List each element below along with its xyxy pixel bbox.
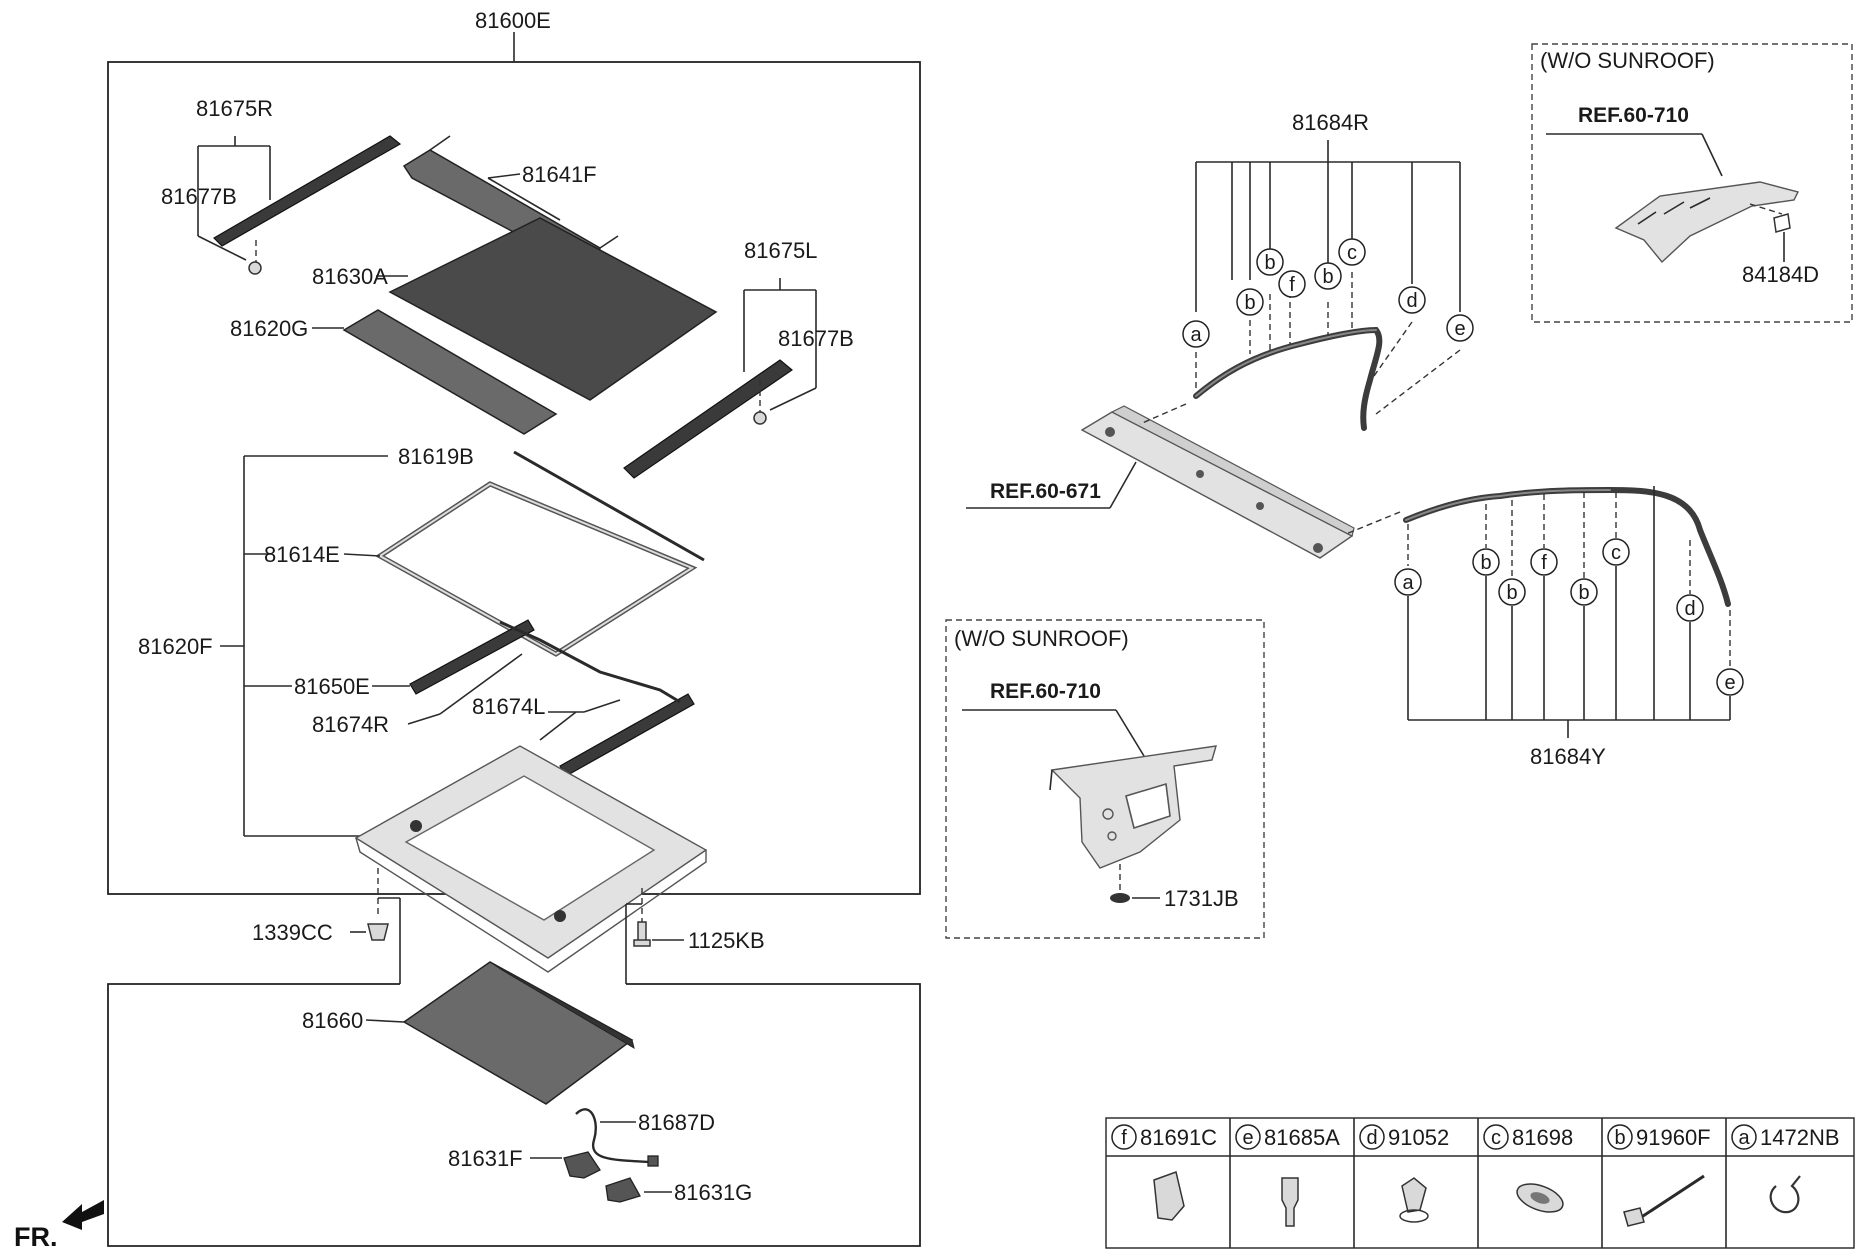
label-81677B-right: 81677B: [161, 184, 237, 209]
label-81684Y: 81684Y: [1530, 744, 1606, 769]
motor-81631F: [530, 1151, 601, 1179]
molding-left: [623, 278, 817, 479]
label-81674L: 81674L: [472, 694, 545, 719]
ref-60-671: REF.60-671: [990, 480, 1101, 503]
callout-upper-b2: b: [1264, 252, 1275, 274]
label-81614E: 81614E: [264, 542, 340, 567]
callout-upper-f: f: [1289, 274, 1295, 296]
callouts-upper: a b b f b c d e: [1182, 238, 1474, 348]
label-81675R: 81675R: [196, 96, 273, 121]
callout-lower-a: a: [1402, 572, 1414, 594]
bolt-1125KB: [625, 888, 684, 984]
label-81684R: 81684R: [1292, 110, 1369, 135]
label-81631G: 81631G: [674, 1180, 752, 1205]
legend-part-91960F: 91960F: [1636, 1125, 1711, 1150]
harness-81684R-bracket: [1195, 140, 1461, 312]
legend-letter-f: f: [1121, 1127, 1127, 1149]
legend-letter-c: c: [1491, 1127, 1501, 1149]
panel-top-heading: (W/O SUNROOF): [1540, 48, 1715, 73]
panel-mid-heading: (W/O SUNROOF): [954, 626, 1129, 651]
glass-seal: [343, 481, 698, 657]
label-FR: FR.: [14, 1222, 58, 1252]
label-81620G: 81620G: [230, 316, 308, 341]
callout-lower-e: e: [1724, 672, 1735, 694]
label-81641F: 81641F: [522, 162, 597, 187]
label-81630A: 81630A: [312, 264, 388, 289]
without-sunroof-panel-mid: [945, 619, 1265, 939]
sunroof-frame: [354, 745, 708, 973]
panel-top-ref: REF.60-710: [1578, 104, 1689, 127]
front-glass: [376, 217, 718, 401]
panel-top-roof-part: [1546, 133, 1800, 264]
panel-mid-part: 1731JB: [1164, 886, 1239, 911]
label-81674R: 81674R: [312, 712, 389, 737]
legend-cell-b: b 91960F: [1607, 1124, 1711, 1227]
label-81677B-left: 81677B: [778, 326, 854, 351]
callout-upper-c: c: [1347, 242, 1357, 264]
legend-letter-e: e: [1242, 1127, 1253, 1149]
legend-part-81691C: 81691C: [1140, 1125, 1217, 1150]
legend-table: [1105, 1117, 1855, 1249]
callout-upper-d: d: [1406, 290, 1417, 312]
legend-letter-a: a: [1738, 1127, 1750, 1149]
without-sunroof-panel-top: [1531, 43, 1853, 323]
callout-lower-b2: b: [1506, 582, 1517, 604]
callout-lower-f: f: [1541, 552, 1547, 574]
legend-part-91052: 91052: [1388, 1125, 1449, 1150]
legend-part-1472NB: 1472NB: [1760, 1125, 1840, 1150]
harness-81684Y-bracket: [1407, 486, 1731, 738]
panel-mid-roof-part: [962, 709, 1217, 903]
harness-81684R: [1193, 272, 1461, 431]
frame-group-bracket: [220, 455, 388, 837]
legend-letter-b: b: [1614, 1127, 1625, 1149]
drive-cable: [499, 620, 681, 704]
legend-part-81698: 81698: [1512, 1125, 1573, 1150]
nut-1339CC: [350, 868, 401, 984]
label-81631F: 81631F: [448, 1146, 523, 1171]
sunshade-box: [107, 983, 921, 1247]
callout-upper-b1: b: [1244, 292, 1255, 314]
callout-lower-c: c: [1611, 542, 1621, 564]
sub-harness-81687D: [575, 1108, 659, 1167]
legend-cell-f: f 81691C: [1111, 1124, 1217, 1221]
label-81600E: 81600E: [475, 8, 551, 33]
label-81675L: 81675L: [744, 238, 817, 263]
label-81619B: 81619B: [398, 444, 474, 469]
label-81650E: 81650E: [294, 674, 370, 699]
guide-rail-left: [539, 693, 695, 777]
callouts-lower: a b b f b c d e: [1394, 538, 1744, 696]
weatherstrip: [513, 450, 705, 562]
guide-rail-right: [372, 619, 535, 725]
legend-cell-c: c 81698: [1483, 1124, 1573, 1213]
callout-upper-b3: b: [1322, 266, 1333, 288]
label-81620F: 81620F: [138, 634, 213, 659]
front-direction-indicator: [62, 1200, 104, 1230]
callout-lower-d: d: [1684, 598, 1695, 620]
callout-upper-e: e: [1454, 318, 1465, 340]
roof-rail: [966, 403, 1401, 559]
callout-upper-a: a: [1190, 324, 1202, 346]
legend-cell-a: a 1472NB: [1731, 1124, 1840, 1214]
sunshade: [365, 961, 635, 1105]
label-1339CC: 1339CC: [252, 920, 333, 945]
label-1125KB: 1125KB: [688, 928, 765, 953]
legend-cell-e: e 81685A: [1235, 1124, 1340, 1227]
molding-right: [197, 135, 402, 275]
callout-lower-b3: b: [1578, 582, 1589, 604]
rear-glass: [312, 309, 558, 435]
panel-top-part: 84184D: [1742, 262, 1819, 287]
panel-mid-ref: REF.60-710: [990, 680, 1101, 703]
label-81687D: 81687D: [638, 1110, 715, 1135]
legend-part-81685A: 81685A: [1264, 1125, 1340, 1150]
legend-letter-d: d: [1366, 1127, 1377, 1149]
motor-81631G: [605, 1177, 672, 1203]
legend-cell-d: d 91052: [1359, 1124, 1449, 1223]
label-81660: 81660: [302, 1008, 363, 1033]
callout-lower-b1: b: [1480, 552, 1491, 574]
harness-81684Y: [1403, 486, 1731, 668]
